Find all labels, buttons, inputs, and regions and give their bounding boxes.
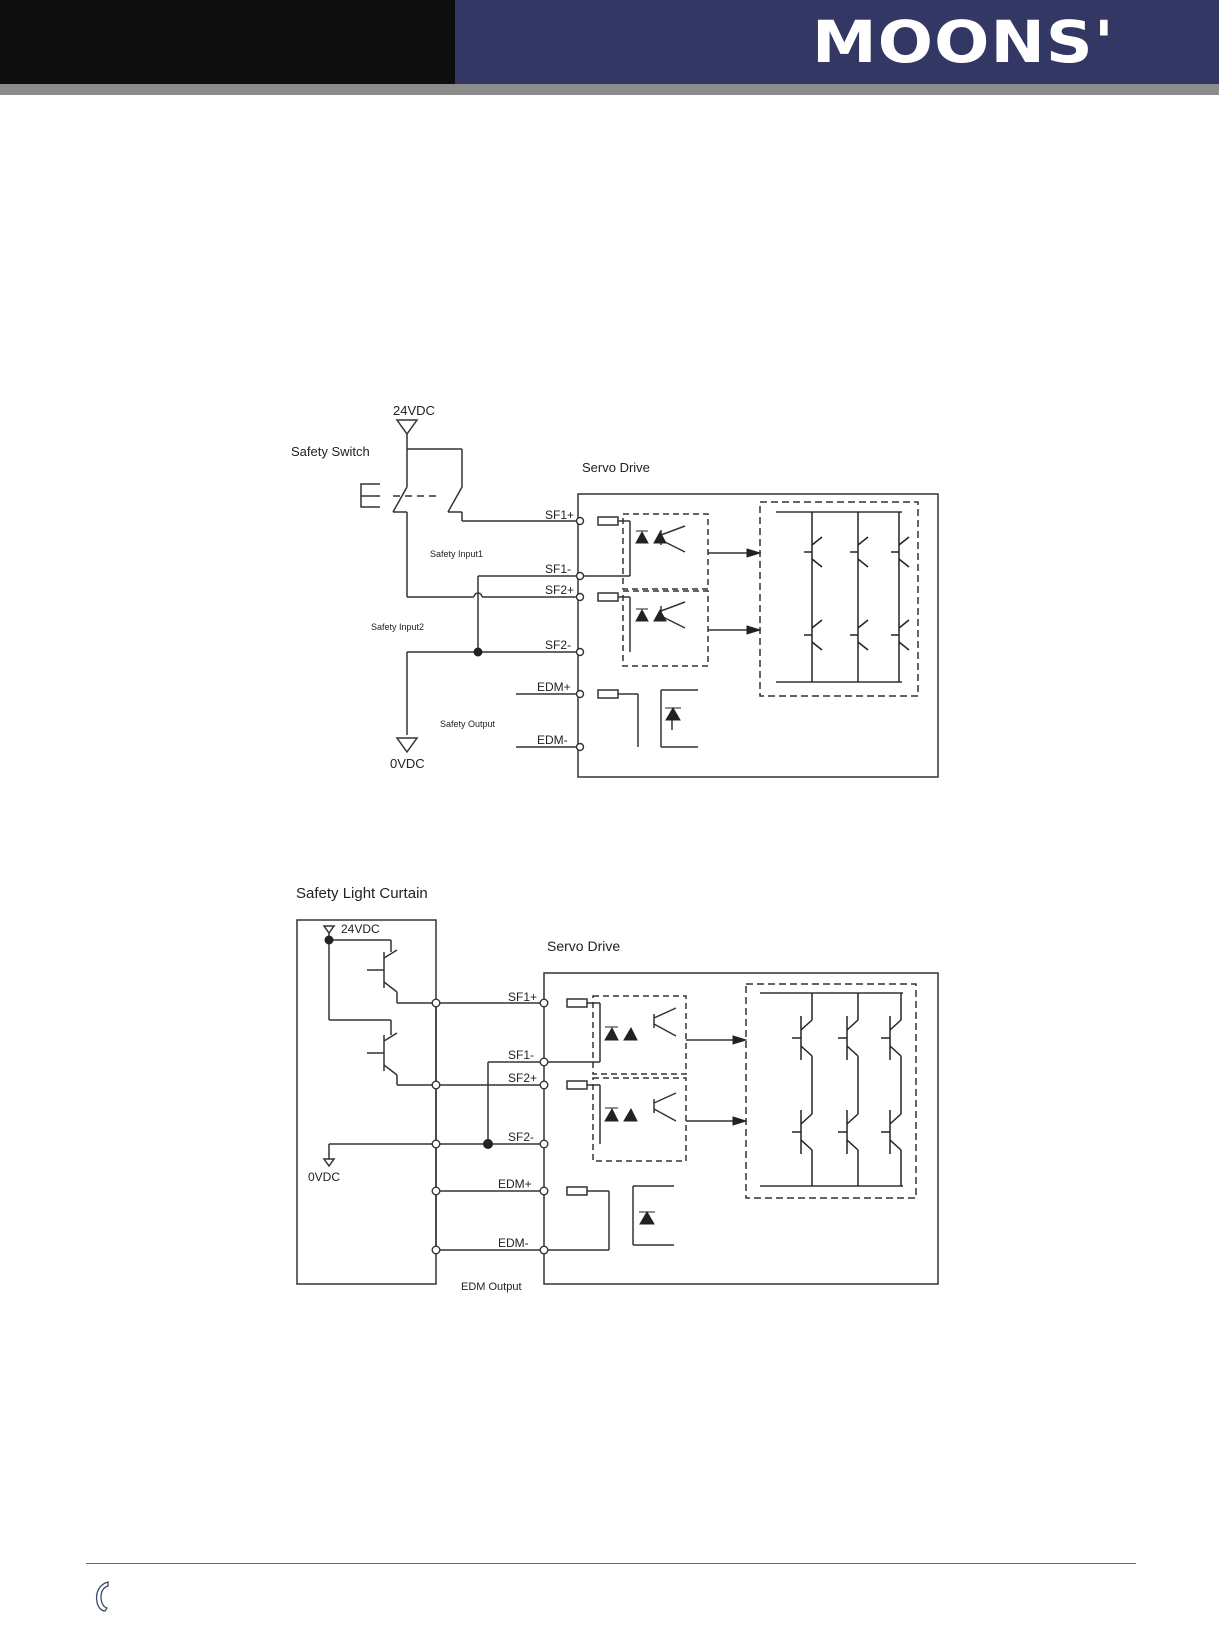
- edm-output-label: EDM Output: [461, 1281, 522, 1293]
- brand-logo: MOONS': [812, 10, 1115, 74]
- ground-label: 0VDC: [390, 756, 425, 771]
- header-divider-bar: [0, 84, 1219, 95]
- supply-label: 24VDC: [393, 403, 435, 418]
- terminal-sf1p: SF1+: [545, 508, 574, 522]
- drive-label: Servo Drive: [547, 938, 620, 954]
- output-label: Safety Output: [440, 719, 496, 729]
- terminal-sf2p: SF2+: [508, 1071, 537, 1085]
- ground-label: 0VDC: [308, 1170, 340, 1184]
- curtain-label: Safety Light Curtain: [296, 885, 428, 902]
- input1-label: Safety Input1: [430, 549, 483, 559]
- header-left-block: [0, 0, 455, 84]
- terminal-edmp: EDM+: [498, 1177, 532, 1191]
- terminal-sf1m: SF1-: [545, 562, 571, 576]
- footer-rule: [86, 1563, 1136, 1564]
- switch-label: Safety Switch: [291, 444, 370, 459]
- light-curtain-wiring-diagram: Safety Light Curtain 24VDC Servo Drive S…: [0, 875, 1219, 1295]
- drive-label: Servo Drive: [582, 460, 650, 475]
- input2-label: Safety Input2: [371, 622, 424, 632]
- supply-label: 24VDC: [341, 922, 380, 936]
- terminal-edmm: EDM-: [498, 1236, 529, 1250]
- terminal-edmp: EDM+: [537, 680, 571, 694]
- terminal-sf2p: SF2+: [545, 583, 574, 597]
- terminal-sf2m: SF2-: [545, 638, 571, 652]
- terminal-sf1p: SF1+: [508, 990, 537, 1004]
- terminal-sf2m: SF2-: [508, 1130, 534, 1144]
- safety-switch-wiring-diagram: 24VDC Safety Switch Servo Drive SF1+ SF1…: [0, 395, 1219, 795]
- terminal-edmm: EDM-: [537, 733, 568, 747]
- phone-icon: [92, 1580, 116, 1614]
- terminal-sf1m: SF1-: [508, 1048, 534, 1062]
